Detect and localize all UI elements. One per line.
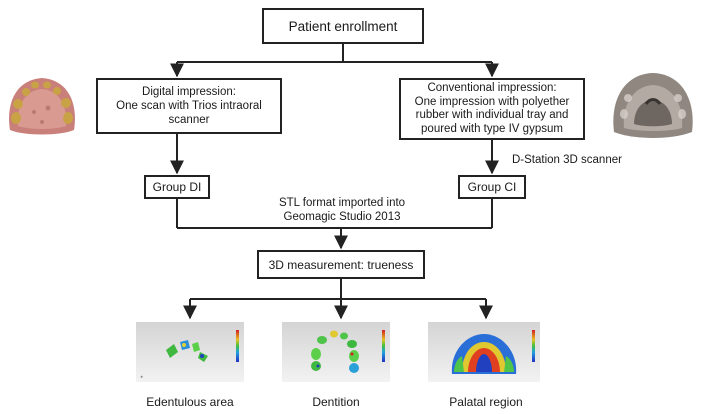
intraoral-scan-model-icon — [9, 78, 75, 135]
group-ci-box: Group CI — [458, 175, 526, 199]
stl-annotation-line-1: STL format imported into — [278, 197, 406, 209]
result-label-palatal: Palatal region — [424, 395, 548, 409]
result-label-edentulous: Edentulous area — [128, 395, 252, 409]
stl-annotation-line-2: Geomagic Studio 2013 — [283, 211, 401, 223]
digital-impression-line-1: Digital impression: — [142, 86, 236, 98]
patient-enrollment-box: Patient enrollment — [262, 8, 424, 44]
conventional-impression-line-3: rubber with individual tray and — [415, 109, 569, 121]
result-label-dentition: Dentition — [282, 395, 390, 409]
group-di-label: Group DI — [152, 180, 202, 194]
digital-impression-box: Digital impression: One scan with Trios … — [96, 78, 282, 134]
measurement-label: 3D measurement: trueness — [268, 257, 414, 272]
dentition-deviation-map — [282, 322, 390, 382]
scanner-annotation: D-Station 3D scanner — [512, 153, 632, 167]
conventional-impression-line-4: poured with type IV gypsum — [421, 122, 563, 135]
digital-impression-line-3: scanner — [168, 114, 210, 126]
result-label-edentulous-text: Edentulous area — [146, 395, 234, 409]
patient-enrollment-label: Patient enrollment — [288, 18, 398, 34]
digital-impression-line-2: One scan with Trios intraoral — [116, 100, 262, 112]
conventional-impression-line-2: One impression with polyether — [414, 95, 570, 108]
edentulous-deviation-map: ∗ — [136, 322, 244, 382]
stl-annotation: STL format imported into Geomagic Studio… — [252, 196, 432, 224]
group-ci-label: Group CI — [467, 180, 517, 194]
measurement-box: 3D measurement: trueness — [257, 250, 425, 279]
svg-text:∗: ∗ — [140, 374, 143, 379]
conventional-impression-line-1: Conventional impression: — [427, 82, 557, 94]
group-di-box: Group DI — [144, 175, 210, 199]
result-label-palatal-text: Palatal region — [449, 395, 523, 409]
conventional-impression-box: Conventional impression: One impression … — [399, 78, 585, 140]
palatal-deviation-map — [428, 322, 540, 382]
result-label-dentition-text: Dentition — [312, 395, 360, 409]
scanner-annotation-text: D-Station 3D scanner — [512, 154, 622, 166]
gypsum-cast-model-icon — [613, 73, 693, 138]
